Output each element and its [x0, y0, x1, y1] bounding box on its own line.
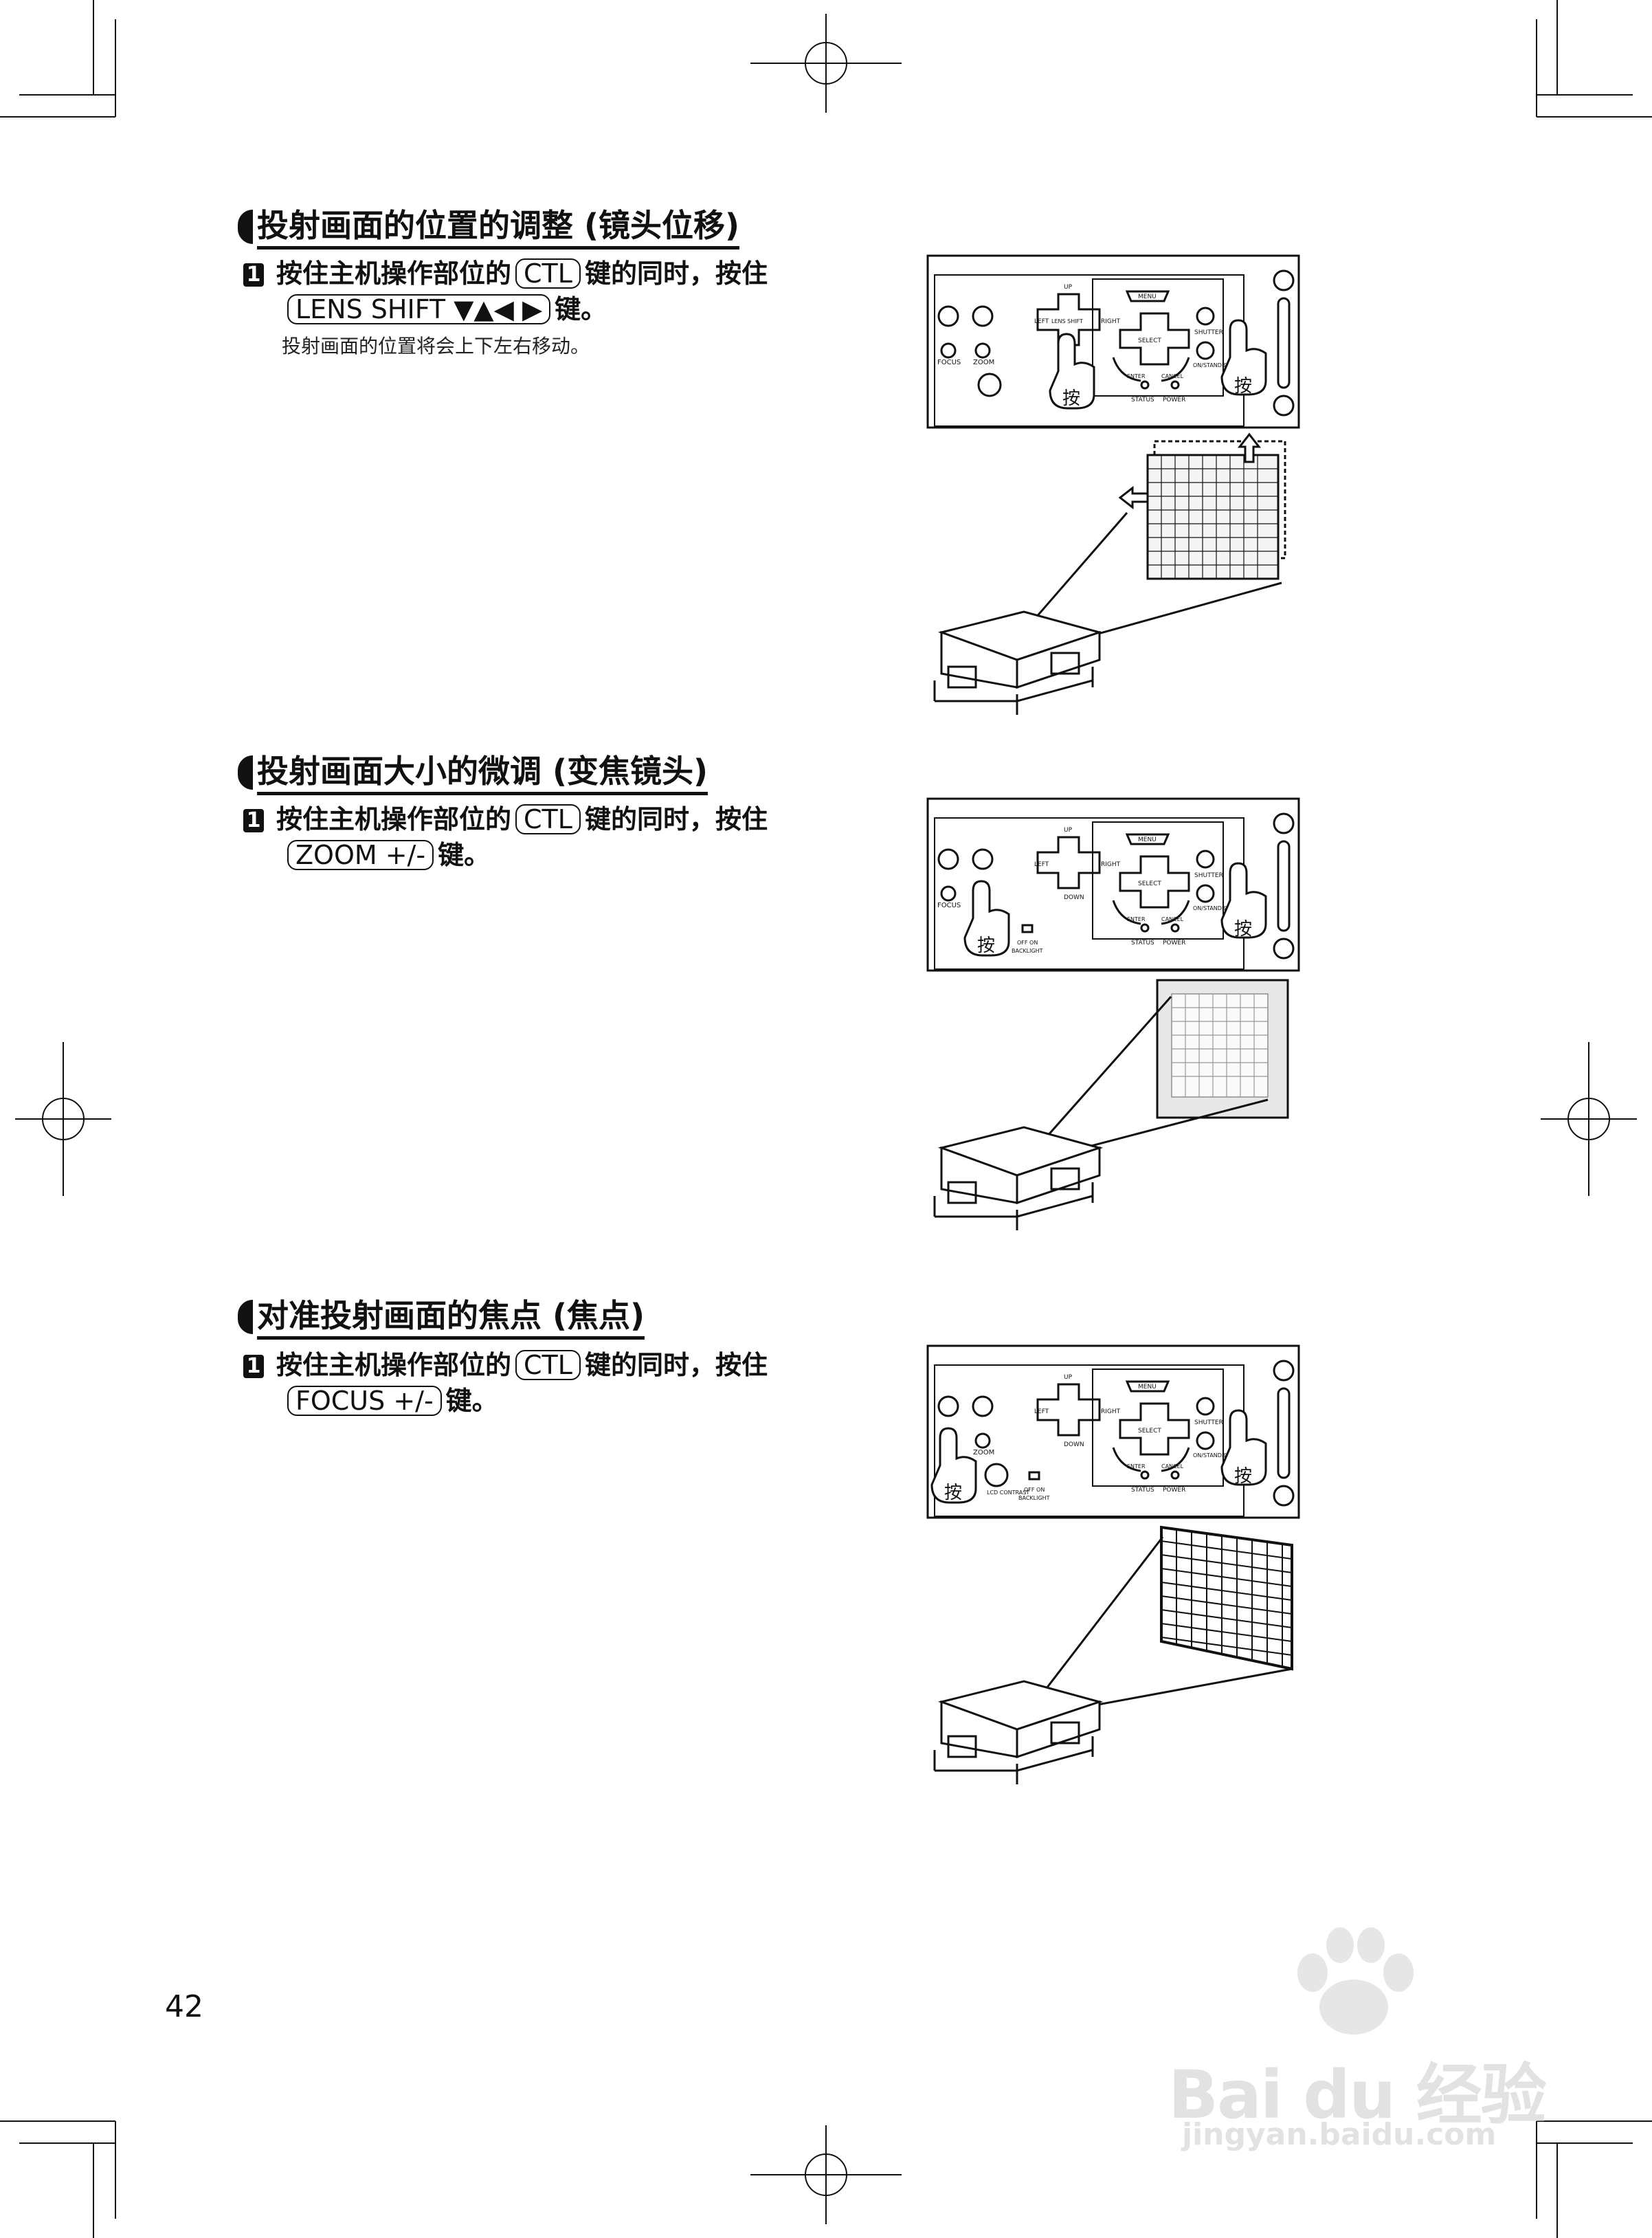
svg-text:MENU: MENU	[1138, 837, 1157, 843]
svg-text:LEFT: LEFT	[1034, 1408, 1049, 1415]
focus-label: FOCUS	[937, 359, 961, 366]
svg-text:ENTER: ENTER	[1127, 916, 1146, 922]
title-bullet-icon	[238, 210, 253, 244]
step-number: 1	[243, 263, 264, 287]
svg-text:SHUTTER: SHUTTER	[1194, 329, 1223, 336]
svg-text:POWER: POWER	[1163, 397, 1185, 403]
lens-shift-key: LENS SHIFT ▼▲◀ ▶	[287, 294, 551, 324]
svg-text:SELECT: SELECT	[1138, 337, 1161, 344]
hand-press-icon	[1220, 862, 1267, 939]
svg-text:ZOOM: ZOOM	[973, 1449, 994, 1456]
focus-key: FOCUS +/-	[287, 1386, 442, 1416]
svg-text:SHUTTER: SHUTTER	[1194, 872, 1223, 879]
svg-text:UP: UP	[1064, 1374, 1073, 1381]
svg-text:ON/STANDBY: ON/STANDBY	[1193, 362, 1229, 368]
page-number: 42	[165, 1989, 203, 2024]
svg-text:按: 按	[944, 1483, 962, 1503]
ctl-key: CTL	[515, 804, 581, 834]
projected-screen	[1146, 454, 1280, 580]
svg-text:RIGHT: RIGHT	[1101, 318, 1121, 325]
svg-text:UP: UP	[1064, 827, 1073, 834]
hand-press-icon	[1049, 333, 1095, 410]
figure-lens-shift: FOCUS ZOOM LEFT RIGHT LENS SHIFT UP MENU…	[926, 254, 1300, 715]
hand-press-icon	[1220, 319, 1267, 396]
ctl-key: CTL	[515, 1350, 581, 1380]
svg-text:CANCEL: CANCEL	[1161, 1463, 1184, 1470]
zoom-key: ZOOM +/-	[287, 840, 434, 870]
figure-focus: ZOOM LCD CONTRAST UP DOWN LEFT RIGHT MEN…	[926, 1344, 1300, 1784]
hand-press-icon	[1220, 1409, 1267, 1486]
svg-text:ON/STANDBY: ON/STANDBY	[1193, 905, 1229, 911]
baidu-watermark: Bai du 经验 jingyan.baidu.com	[1168, 1925, 1553, 2152]
svg-text:FOCUS: FOCUS	[937, 902, 961, 909]
projector-icon	[933, 1680, 1104, 1784]
svg-text:LEFT: LEFT	[1034, 318, 1049, 325]
svg-text:POWER: POWER	[1163, 940, 1185, 946]
control-panel	[926, 797, 1300, 972]
svg-text:BACKLIGHT: BACKLIGHT	[1012, 948, 1043, 954]
svg-text:ENTER: ENTER	[1127, 373, 1146, 379]
svg-text:STATUS: STATUS	[1131, 397, 1154, 403]
section-title-lens-shift: 投射画面的位置的调整 (镜头位移)	[238, 202, 740, 252]
svg-text:OFF ON: OFF ON	[1017, 940, 1038, 946]
svg-text:UP: UP	[1064, 284, 1073, 291]
watermark-url: jingyan.baidu.com	[1182, 2117, 1497, 2152]
svg-text:OFF ON: OFF ON	[1024, 1487, 1045, 1493]
svg-text:按: 按	[1062, 388, 1080, 409]
svg-text:LEFT: LEFT	[1034, 861, 1049, 868]
svg-text:CANCEL: CANCEL	[1161, 373, 1184, 379]
svg-text:LCD CONTRAST: LCD CONTRAST	[987, 1489, 1029, 1496]
note-lens-shift: 投射画面的位置将会上下左右移动。	[282, 335, 590, 357]
svg-text:STATUS: STATUS	[1131, 940, 1154, 946]
step-number: 1	[243, 1355, 264, 1378]
hand-press-icon	[963, 880, 1010, 957]
svg-text:LENS SHIFT: LENS SHIFT	[1051, 318, 1083, 324]
svg-text:RIGHT: RIGHT	[1101, 1408, 1121, 1415]
svg-text:DOWN: DOWN	[1064, 894, 1084, 901]
paw-logo-icon	[1297, 1927, 1414, 2035]
section-title-focus: 对准投射画面的焦点 (焦点)	[238, 1292, 645, 1342]
svg-text:BACKLIGHT: BACKLIGHT	[1018, 1495, 1050, 1501]
section-title-zoom: 投射画面大小的微调 (变焦镜头)	[238, 748, 708, 797]
control-panel	[926, 1344, 1300, 1519]
svg-text:ON/STANDBY: ON/STANDBY	[1193, 1452, 1229, 1459]
ctl-key: CTL	[515, 258, 581, 289]
watermark-main: Bai du 经验	[1168, 2057, 1547, 2134]
svg-text:RIGHT: RIGHT	[1101, 861, 1121, 868]
projector-icon	[933, 1126, 1104, 1230]
svg-text:CANCEL: CANCEL	[1161, 916, 1184, 922]
arrow-left-icon	[1118, 485, 1149, 510]
svg-text:SELECT: SELECT	[1138, 1428, 1161, 1434]
title-bullet-icon	[238, 755, 253, 790]
svg-text:DOWN: DOWN	[1064, 1441, 1084, 1448]
hand-press-icon	[930, 1427, 977, 1504]
figure-zoom: FOCUS UP DOWN LEFT RIGHT MENU SELECT ENT…	[926, 797, 1300, 1230]
zoom-label: ZOOM	[973, 359, 994, 366]
svg-text:按: 按	[1234, 376, 1252, 397]
svg-text:STATUS: STATUS	[1131, 1487, 1154, 1494]
svg-text:SELECT: SELECT	[1138, 880, 1161, 887]
svg-text:MENU: MENU	[1138, 1384, 1157, 1391]
svg-text:POWER: POWER	[1163, 1487, 1185, 1494]
svg-text:MENU: MENU	[1138, 293, 1157, 300]
arrow-up-icon	[1237, 432, 1262, 463]
projector-icon	[933, 610, 1104, 715]
step-number: 1	[243, 809, 264, 832]
svg-text:按: 按	[1234, 1466, 1252, 1487]
svg-text:SHUTTER: SHUTTER	[1194, 1419, 1223, 1426]
svg-text:ENTER: ENTER	[1127, 1463, 1146, 1470]
svg-text:按: 按	[1234, 919, 1252, 940]
svg-text:按: 按	[977, 935, 995, 956]
title-bullet-icon	[238, 1300, 253, 1334]
control-panel	[926, 254, 1300, 429]
